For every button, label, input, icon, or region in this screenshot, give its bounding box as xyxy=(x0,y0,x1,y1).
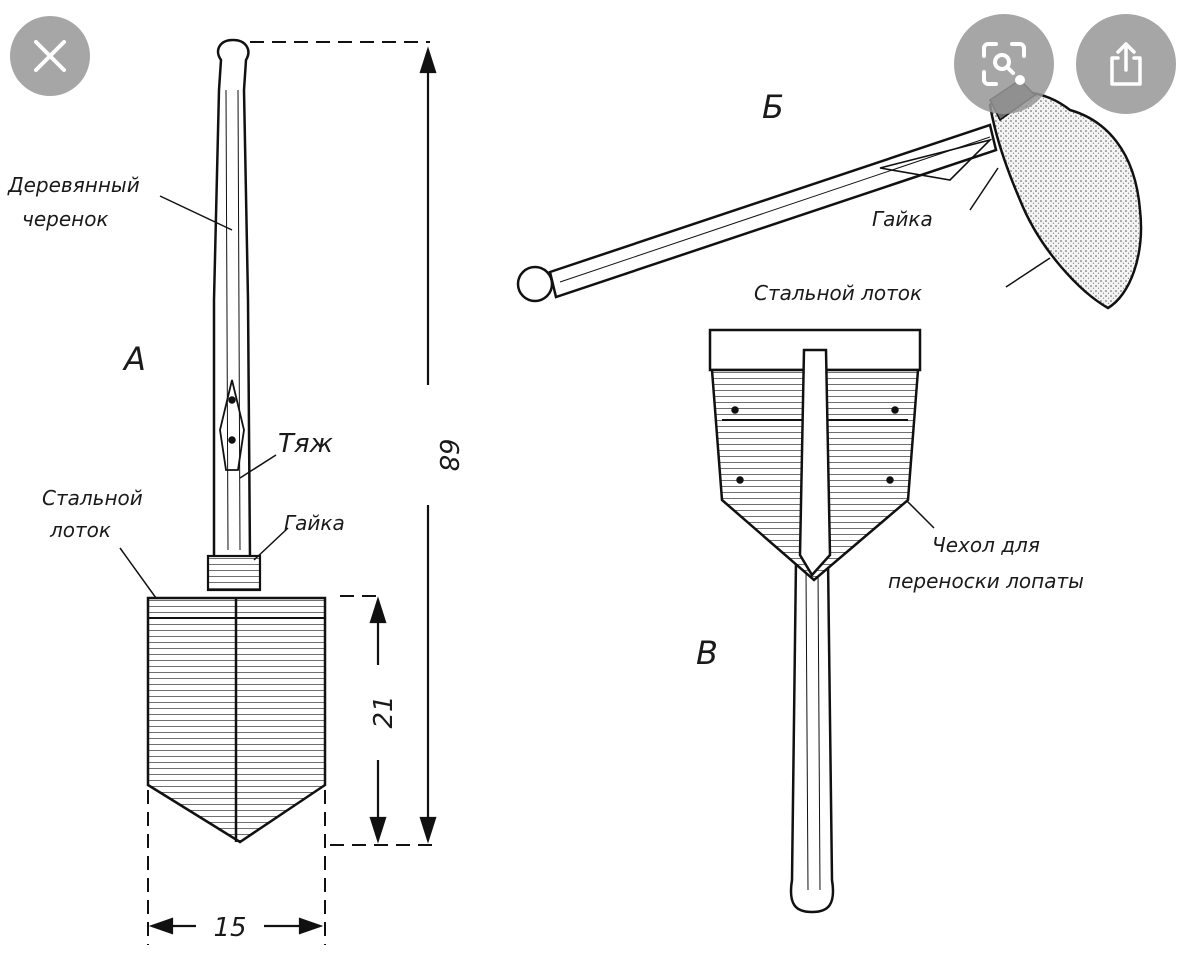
share-button[interactable] xyxy=(1076,14,1176,114)
close-icon xyxy=(34,40,66,72)
visual-search-button[interactable] xyxy=(954,14,1054,114)
dimension-arrows xyxy=(148,46,437,935)
label-wooden-handle-2: черенок xyxy=(22,207,109,231)
dimension-lines xyxy=(147,41,438,945)
label-steel-tray-a-2: лоток xyxy=(49,518,111,542)
label-steel-tray-a-1: Стальной xyxy=(42,486,143,510)
label-wooden-handle-1: Деревянный xyxy=(7,173,140,197)
label-tie: Тяж xyxy=(278,429,334,459)
label-nut-a: Гайка xyxy=(284,511,345,535)
view-a-shovel xyxy=(146,38,327,844)
dimension-blade-length: 21 xyxy=(369,695,399,728)
label-cover-1: Чехол для xyxy=(932,533,1040,557)
label-nut-b: Гайка xyxy=(872,207,933,231)
label-view-v: В xyxy=(696,634,718,672)
view-v-shovel xyxy=(708,328,922,914)
close-button[interactable] xyxy=(10,16,90,96)
label-steel-tray-b: Стальной лоток xyxy=(754,281,922,305)
leader-lines xyxy=(119,167,1051,599)
dimension-blade-width: 15 xyxy=(213,913,246,943)
view-b-shovel xyxy=(516,79,1143,310)
share-icon xyxy=(1110,42,1142,86)
label-view-a: А xyxy=(122,340,146,378)
label-view-b: Б xyxy=(762,88,784,126)
label-cover-2: переноски лопаты xyxy=(888,569,1084,593)
dimension-total-length: 68 xyxy=(433,438,463,471)
visual-search-icon xyxy=(982,42,1026,86)
